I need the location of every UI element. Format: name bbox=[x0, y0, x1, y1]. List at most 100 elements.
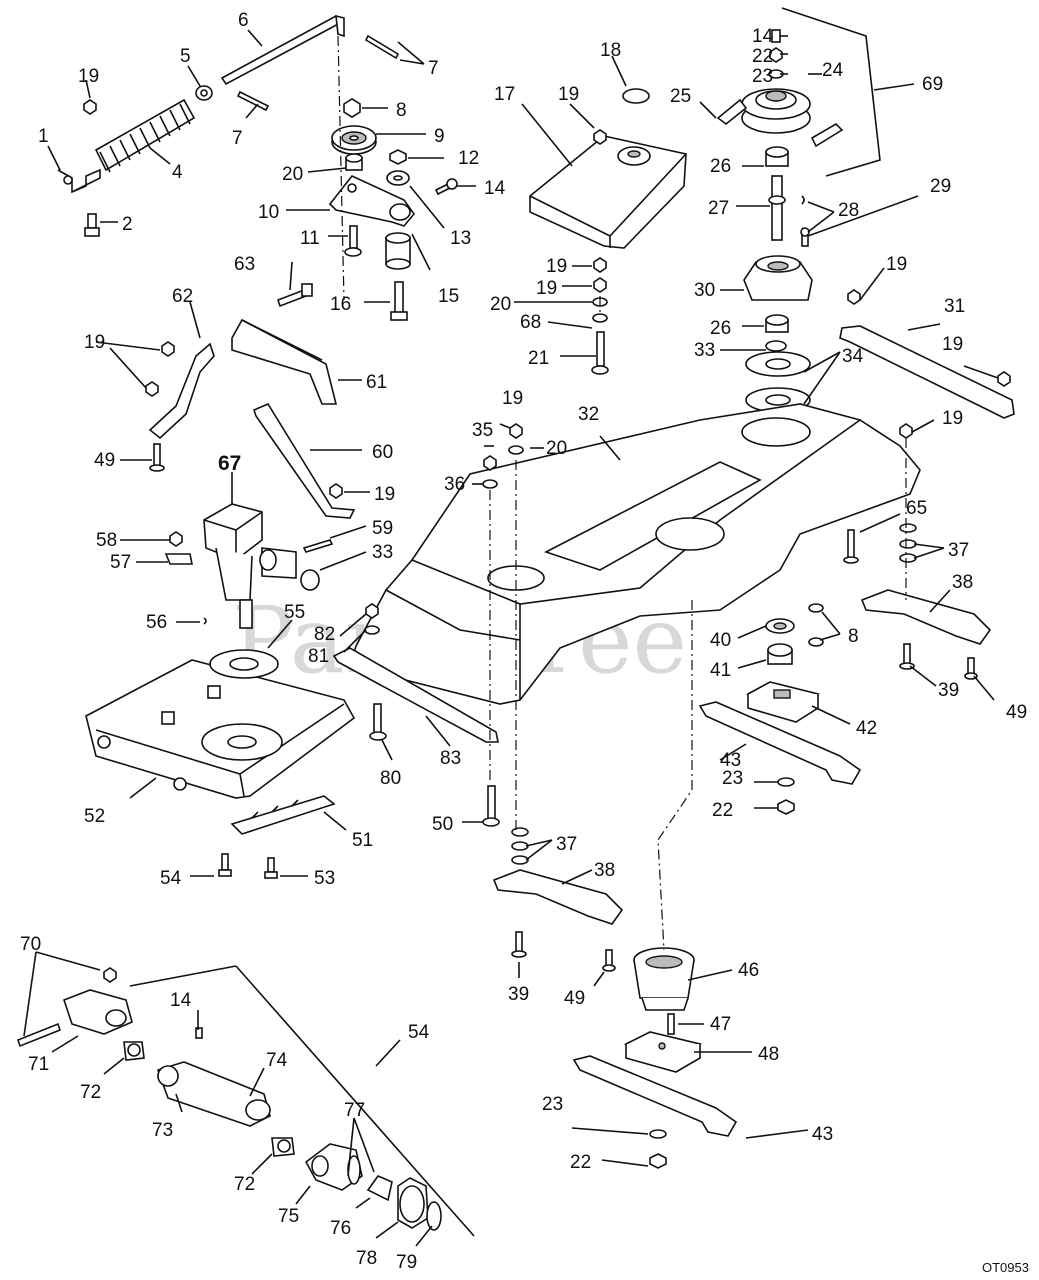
part-35-36-hardware bbox=[482, 455, 498, 489]
callout-25: 25 bbox=[670, 86, 691, 107]
callout-57: 57 bbox=[110, 552, 131, 573]
part-48-blade-mount bbox=[623, 1031, 703, 1073]
part-42-blade-mount bbox=[745, 681, 821, 723]
callout-83: 83 bbox=[440, 748, 461, 769]
callout-70: 70 bbox=[20, 934, 41, 955]
callout-38b: 38 bbox=[594, 860, 615, 881]
callout-19g: 19 bbox=[502, 388, 523, 409]
callout-74: 74 bbox=[266, 1050, 288, 1071]
callout-15: 15 bbox=[438, 286, 459, 307]
callout-29: 29 bbox=[930, 176, 951, 197]
callout-41: 41 bbox=[710, 660, 731, 681]
part-20-68-washers bbox=[508, 297, 608, 455]
part-10-idler-arm bbox=[328, 175, 416, 227]
callout-54a: 54 bbox=[160, 868, 182, 889]
callout-36: 36 bbox=[444, 474, 465, 495]
part-38-blade-adapter bbox=[492, 589, 992, 925]
callout-18: 18 bbox=[600, 40, 621, 61]
part-52-mounting-plate bbox=[85, 659, 356, 799]
callout-19e: 19 bbox=[84, 332, 105, 353]
callout-labels: 1 2 4 5 6 7 7 8 8 9 10 11 12 13 14 14 14… bbox=[20, 10, 1027, 1273]
part-22-23-lower-hardware bbox=[649, 777, 795, 1169]
part-27-spindle-shaft bbox=[768, 175, 786, 241]
callout-48: 48 bbox=[758, 1044, 779, 1065]
callout-63: 63 bbox=[234, 254, 255, 275]
callout-35: 35 bbox=[472, 420, 493, 441]
callout-19c: 19 bbox=[546, 256, 567, 277]
part-18-plug bbox=[622, 88, 650, 104]
callout-4: 4 bbox=[172, 162, 183, 183]
part-11-bolt bbox=[344, 225, 362, 257]
callout-65: 65 bbox=[906, 498, 927, 519]
callout-60: 60 bbox=[372, 442, 393, 463]
callout-26a: 26 bbox=[710, 156, 731, 177]
callout-76: 76 bbox=[330, 1218, 351, 1239]
callout-19j: 19 bbox=[942, 408, 963, 429]
callout-2: 2 bbox=[122, 214, 133, 235]
part-29-grease-fitting bbox=[800, 227, 810, 247]
callout-5: 5 bbox=[180, 46, 191, 67]
callout-49b: 49 bbox=[1006, 702, 1027, 723]
callout-54b: 54 bbox=[408, 1022, 430, 1043]
part-drawings bbox=[17, 14, 1015, 1231]
part-53-54-bolts bbox=[218, 853, 278, 879]
callout-62: 62 bbox=[172, 286, 193, 307]
callout-71: 71 bbox=[28, 1054, 49, 1075]
part-33-34-seal-plates bbox=[745, 340, 811, 413]
callout-40: 40 bbox=[710, 630, 731, 651]
part-47-pin bbox=[667, 1013, 675, 1035]
callout-47: 47 bbox=[710, 1014, 731, 1035]
callout-61: 61 bbox=[366, 372, 387, 393]
callout-53: 53 bbox=[314, 868, 335, 889]
callout-14b: 14 bbox=[752, 26, 774, 47]
callout-77: 77 bbox=[344, 1100, 365, 1121]
callout-19f: 19 bbox=[374, 484, 395, 505]
callout-22c: 22 bbox=[570, 1152, 591, 1173]
driveline-parts bbox=[17, 967, 442, 1231]
callout-42: 42 bbox=[856, 718, 877, 739]
callout-56: 56 bbox=[146, 612, 167, 633]
callout-19i: 19 bbox=[942, 334, 963, 355]
callout-21: 21 bbox=[528, 348, 549, 369]
callout-14a: 14 bbox=[484, 178, 506, 199]
callout-11: 11 bbox=[300, 228, 320, 249]
callout-20a: 20 bbox=[282, 164, 303, 185]
callout-26b: 26 bbox=[710, 318, 731, 339]
callout-78: 78 bbox=[356, 1248, 377, 1269]
part-46-spindle-housing bbox=[633, 947, 695, 1011]
callout-37a: 37 bbox=[948, 540, 969, 561]
part-16-bolt bbox=[390, 281, 408, 321]
part-12-nut bbox=[389, 149, 407, 165]
callout-14c: 14 bbox=[170, 990, 192, 1011]
callout-23b: 23 bbox=[722, 768, 743, 789]
callout-8a: 8 bbox=[396, 100, 407, 121]
callout-37b: 37 bbox=[556, 834, 577, 855]
callout-46: 46 bbox=[738, 960, 759, 981]
part-1-bracket bbox=[57, 168, 101, 194]
part-30-spindle-housing bbox=[743, 255, 813, 301]
callout-32: 32 bbox=[578, 404, 599, 425]
callout-19h: 19 bbox=[886, 254, 907, 275]
part-6-rod bbox=[220, 14, 345, 86]
part-39-bolts bbox=[511, 643, 915, 958]
callout-31: 31 bbox=[944, 296, 965, 317]
part-20-spacer bbox=[345, 153, 363, 171]
callout-75: 75 bbox=[278, 1206, 299, 1227]
part-43-blades bbox=[572, 701, 862, 1137]
part-61-bracket bbox=[231, 318, 338, 405]
callout-19d: 19 bbox=[536, 278, 557, 299]
part-8-nut bbox=[343, 98, 361, 118]
part-2-bolt bbox=[84, 213, 100, 237]
callout-43b: 43 bbox=[812, 1124, 833, 1145]
callout-7a: 7 bbox=[428, 58, 439, 79]
part-63-bolt bbox=[276, 283, 313, 308]
part-7-pins bbox=[236, 34, 400, 112]
part-62-bracket bbox=[148, 342, 215, 440]
part-25-belt-guide bbox=[716, 98, 844, 148]
callout-20b: 20 bbox=[490, 294, 511, 315]
callout-22b: 22 bbox=[712, 800, 733, 821]
callout-33a: 33 bbox=[694, 340, 715, 361]
part-4-spring bbox=[94, 98, 196, 173]
callout-51: 51 bbox=[352, 830, 373, 851]
